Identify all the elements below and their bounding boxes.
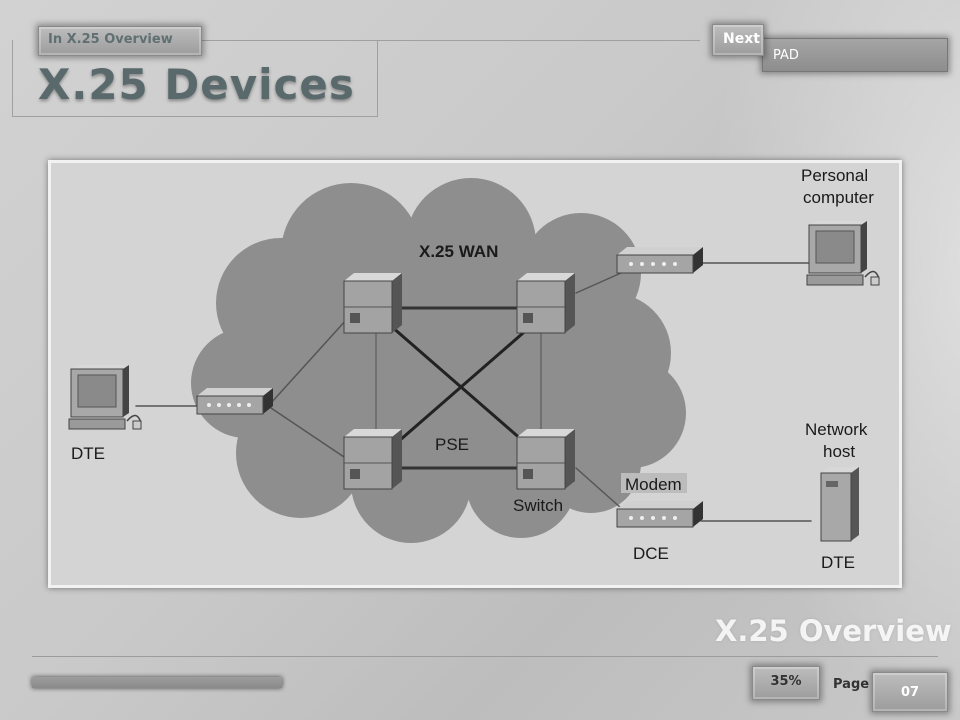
breadcrumb-label: In X.25 Overview	[48, 32, 173, 47]
title-frame	[12, 40, 378, 117]
cloud-label: X.25 WAN	[419, 242, 498, 261]
packet-switch-icon	[343, 273, 402, 334]
packet-switch-icon	[343, 429, 402, 490]
footer-section-title: X.25 Overview	[715, 614, 952, 648]
computer-icon	[806, 221, 880, 286]
packet-switch-icon	[516, 273, 575, 334]
dte-left-label: DTE	[71, 444, 105, 463]
header-divider	[200, 40, 700, 41]
next-tag[interactable]: Next	[712, 24, 764, 56]
page-number-badge[interactable]: 07	[872, 672, 948, 712]
page-title: X.25 Devices	[38, 60, 355, 109]
modem-label-bg	[621, 473, 687, 493]
computer-icon	[68, 365, 142, 430]
switch-label: Switch	[513, 496, 563, 515]
pse-label: PSE	[435, 435, 469, 454]
server-tower-icon	[820, 467, 859, 542]
packet-switch-icon	[516, 429, 575, 490]
footer-divider	[32, 656, 938, 657]
next-topic-label: PAD	[773, 48, 799, 63]
dce-label: DCE	[633, 544, 669, 563]
modem-icon	[616, 501, 703, 528]
wan-cloud	[191, 178, 686, 543]
host-label-line2: host	[823, 442, 855, 461]
progress-fill	[32, 677, 282, 688]
page-number: 07	[900, 685, 920, 700]
progress-percent-label: 35%	[770, 674, 802, 689]
next-topic-button[interactable]: PAD	[762, 38, 948, 72]
diagram-canvas: X.25 WAN PSE Switch Modem DCE DTE DTE Pe…	[68, 166, 880, 572]
pad-device-icon	[616, 247, 703, 274]
modem-label: Modem	[625, 475, 682, 494]
host-label-line1: Network	[805, 420, 868, 439]
progress-percent-badge: 35%	[752, 666, 820, 700]
next-label: Next	[723, 31, 760, 47]
network-diagram: X.25 WAN PSE Switch Modem DCE DTE DTE Pe…	[48, 160, 902, 588]
dte-right-label: DTE	[821, 553, 855, 572]
pc-label-line1: Personal	[801, 166, 868, 185]
breadcrumb[interactable]: In X.25 Overview	[38, 26, 202, 56]
page-label: Page	[833, 677, 870, 692]
pad-device-icon	[196, 388, 273, 415]
pc-label-line2: computer	[803, 188, 874, 207]
